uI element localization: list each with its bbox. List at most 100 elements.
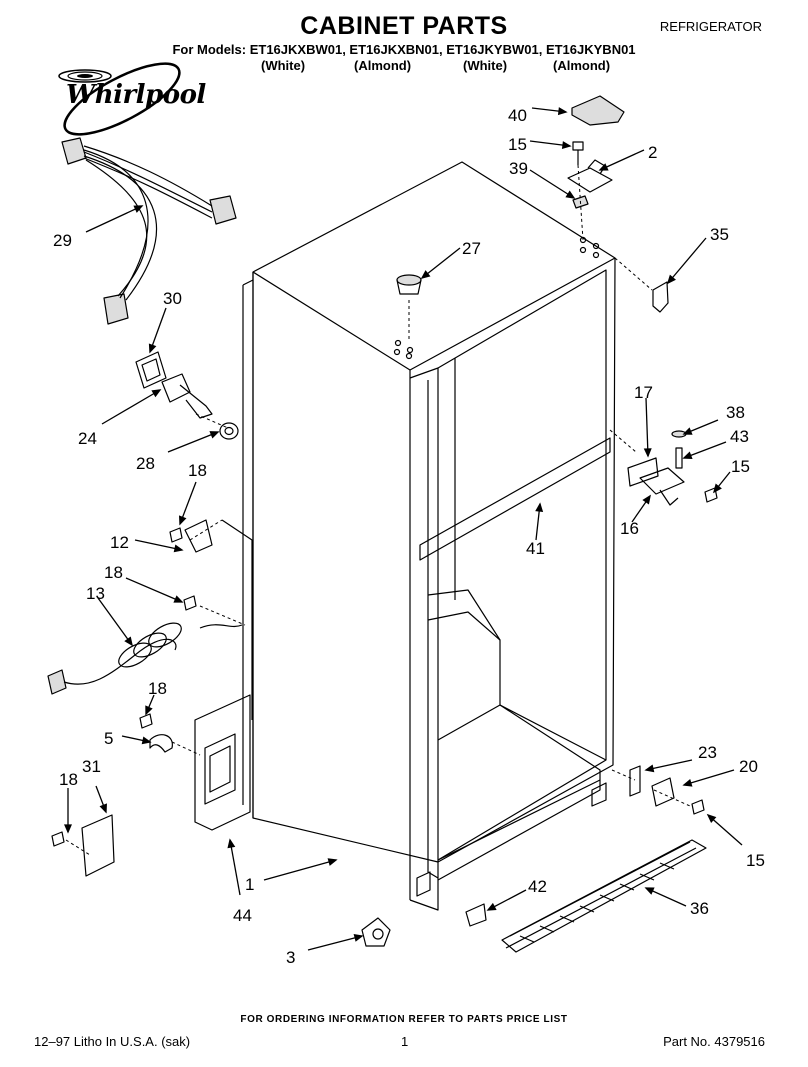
callout-label-40: 40: [508, 106, 527, 125]
callout-label-15: 15: [508, 135, 527, 154]
models-line: For Models: ET16JKXBW01, ET16JKXBN01, ET…: [172, 42, 636, 57]
callout-label-13: 13: [86, 584, 105, 603]
appliance-category: REFRIGERATOR: [659, 19, 762, 34]
callout-arrowhead-18: [173, 595, 184, 603]
ordering-note: FOR ORDERING INFORMATION REFER TO PARTS …: [240, 1014, 568, 1025]
callout-label-35: 35: [710, 225, 729, 244]
callout-label-20: 20: [739, 757, 758, 776]
callout-leader-3: [307, 935, 363, 951]
callout-arrowhead-1: [327, 858, 338, 866]
part-number: Part No. 4379516: [663, 1034, 765, 1049]
callout-label-18: 18: [59, 770, 78, 789]
callout-arrowhead-27: [420, 270, 431, 280]
callout-leader-23: [645, 759, 693, 771]
callout-label-18: 18: [104, 563, 123, 582]
callout-arrowhead-13: [124, 636, 133, 647]
callout-label-18: 18: [148, 679, 167, 698]
callout-leader-27: [421, 247, 461, 279]
cabinet-outline: [252, 161, 616, 863]
callout-leader-2: [599, 149, 645, 171]
callout-label-15: 15: [731, 457, 750, 476]
top-hinge-part: [567, 167, 613, 193]
callout-label-18: 18: [188, 461, 207, 480]
callout-arrowhead-42: [486, 902, 497, 911]
callout-arrowhead-16: [642, 494, 651, 505]
callout-label-3: 3: [286, 948, 295, 967]
callout-label-15: 15: [746, 851, 765, 870]
page-title: CABINET PARTS: [300, 12, 508, 40]
model-color-2: (Almond): [354, 58, 412, 73]
callout-arrowhead-3: [353, 934, 364, 942]
callout-leader-44: [229, 839, 241, 896]
callout-arrowhead-39: [565, 190, 576, 199]
rear-bracket-part: [194, 694, 251, 831]
callout-label-5: 5: [104, 729, 113, 748]
callout-arrowhead-31: [99, 803, 107, 814]
callout-arrowhead-18: [145, 705, 153, 716]
callout-leader-13: [97, 597, 133, 646]
callout-arrowhead-41: [535, 502, 544, 513]
hinge-cap-part: [571, 95, 625, 126]
callout-leader-28: [167, 431, 219, 453]
callout-arrowhead-43: [682, 451, 693, 460]
callout-arrowhead-24: [151, 389, 162, 398]
callout-arrowhead-15: [712, 483, 722, 494]
callout-leader-17: [645, 397, 649, 457]
callout-label-23: 23: [698, 743, 717, 762]
callout-arrowhead-38: [682, 427, 693, 435]
callout-leader-39: [529, 169, 575, 199]
callout-leader-30: [149, 307, 167, 353]
callout-leader-12: [134, 539, 183, 551]
callout-label-38: 38: [726, 403, 745, 422]
callout-arrowhead-30: [148, 343, 157, 354]
callout-label-29: 29: [53, 231, 72, 250]
callout-label-17: 17: [634, 383, 653, 402]
callout-arrowhead-28: [209, 431, 220, 439]
callout-leader-35: [667, 237, 707, 284]
callout-label-30: 30: [163, 289, 182, 308]
callout-arrowhead-20: [682, 778, 693, 787]
callout-leader-24: [101, 389, 161, 425]
callout-label-28: 28: [136, 454, 155, 473]
brand-logo: Whirlpool: [66, 80, 206, 110]
callout-label-43: 43: [730, 427, 749, 446]
model-color-1: (White): [261, 58, 306, 73]
callout-arrowhead-17: [643, 448, 652, 458]
page-number: 1: [401, 1034, 409, 1049]
callout-arrowhead-40: [557, 107, 568, 116]
callout-label-31: 31: [82, 757, 101, 776]
callout-arrowhead-23: [644, 764, 655, 773]
callout-label-39: 39: [509, 159, 528, 178]
callout-label-12: 12: [110, 533, 129, 552]
callout-label-36: 36: [690, 899, 709, 918]
callout-label-1: 1: [245, 875, 254, 894]
callout-leader-29: [85, 205, 143, 233]
callout-arrowhead-35: [666, 274, 676, 285]
callout-arrowhead-18: [178, 515, 187, 526]
callout-arrowhead-44: [227, 838, 236, 849]
model-color-4: (Almond): [553, 58, 611, 73]
callout-leader-18: [125, 577, 183, 603]
roller-part: [361, 917, 391, 947]
callout-label-16: 16: [620, 519, 639, 538]
divider-rail: [419, 437, 611, 561]
callout-arrowhead-18: [64, 824, 72, 834]
callout-arrowhead-2: [598, 163, 609, 171]
callout-arrowhead-29: [133, 205, 144, 213]
callout-label-27: 27: [462, 239, 481, 258]
callout-label-41: 41: [526, 539, 545, 558]
callout-leader-20: [683, 769, 735, 786]
callout-arrowhead-36: [644, 887, 655, 895]
litho-info: 12–97 Litho In U.S.A. (sak): [34, 1034, 191, 1049]
callout-label-24: 24: [78, 429, 97, 448]
toe-grille-part: [501, 839, 707, 953]
callout-label-44: 44: [233, 906, 252, 925]
callout-label-2: 2: [648, 143, 657, 162]
callout-arrowhead-5: [141, 736, 152, 745]
callout-label-42: 42: [528, 877, 547, 896]
model-color-3: (White): [463, 58, 508, 73]
callout-arrowhead-15: [561, 141, 572, 150]
callout-leader-1: [263, 859, 337, 881]
